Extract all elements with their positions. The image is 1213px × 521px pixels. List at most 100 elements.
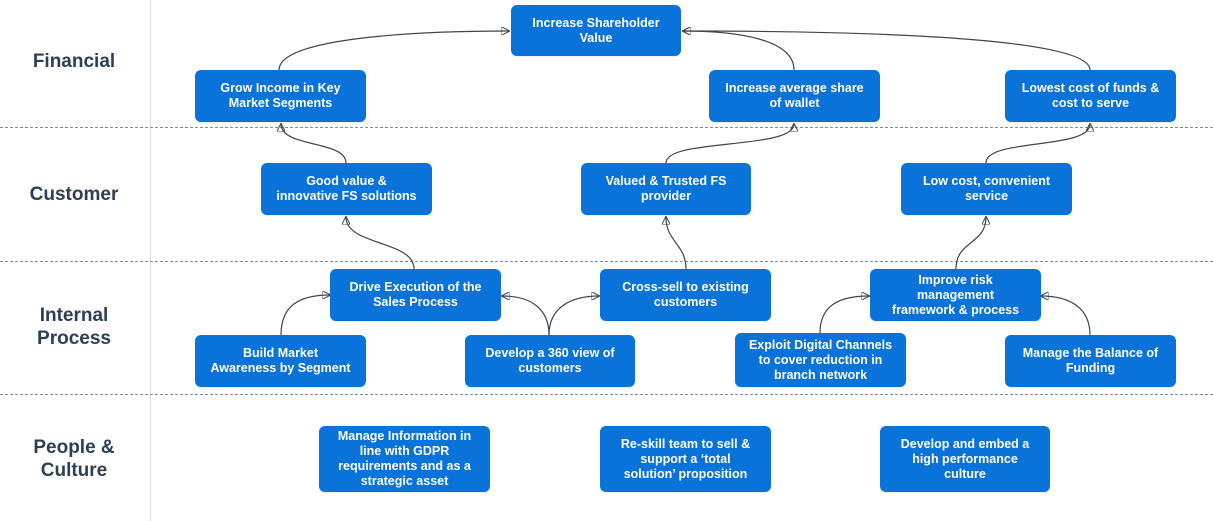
arrow-valued-trusted-to-share-of-wallet	[665, 124, 794, 164]
node-line: Sales Process	[373, 295, 458, 309]
divider-financial-customer	[0, 127, 1213, 128]
node-line: strategic asset	[360, 474, 449, 488]
node-text: Build Market Awareness by Segment	[210, 346, 350, 376]
node-grow-income[interactable]: Grow Income in Key Market Segments	[195, 70, 366, 122]
arrow-manage-funding-to-improve-risk	[1041, 296, 1091, 336]
node-develop-360-view[interactable]: Develop a 360 view of customers	[465, 335, 635, 387]
node-line: requirements and as a	[338, 459, 471, 473]
node-line: Manage the Balance of	[1022, 346, 1159, 360]
node-manage-information-gdpr[interactable]: Manage Information in line with GDPR req…	[319, 426, 490, 492]
node-line: Grow Income in Key	[220, 81, 341, 95]
node-manage-balance-of-funding[interactable]: Manage the Balance of Funding	[1005, 335, 1176, 387]
node-line: Improve risk	[918, 272, 993, 287]
arrow-improve-risk-to-low-cost-service	[955, 217, 986, 270]
row-label-line: Customer	[29, 184, 119, 205]
node-line: service	[964, 189, 1009, 203]
node-text: Develop a 360 view of customers	[485, 346, 614, 376]
node-line: Build Market	[242, 346, 318, 360]
node-line: customers	[518, 361, 582, 375]
node-text: Cross-sell to existing customers	[622, 280, 748, 310]
arrow-grow-income-to-shareholder	[278, 31, 509, 71]
arrow-develop-360-to-drive-execution	[502, 296, 550, 336]
node-line: Increase average share	[725, 81, 864, 95]
perspective-label-column	[0, 0, 151, 521]
row-label-internal-process: Internal Process	[0, 304, 148, 350]
node-line: line with GDPR	[359, 444, 450, 458]
node-line: Valued & Trusted FS	[605, 174, 727, 188]
arrow-lowest-cost-to-shareholder	[683, 31, 1091, 71]
node-improve-risk-management[interactable]: Improve risk management framework & proc…	[870, 269, 1041, 321]
node-cross-sell[interactable]: Cross-sell to existing customers	[600, 269, 771, 321]
node-text: Low cost, convenient service	[923, 174, 1050, 204]
node-line: branch network	[773, 367, 868, 382]
node-text: Re-skill team to sell & support a ‘total…	[621, 437, 750, 482]
node-exploit-digital-channels[interactable]: Exploit Digital Channels to cover reduct…	[735, 333, 906, 387]
node-line: to cover reduction in	[758, 352, 883, 367]
node-lowest-cost-of-funds[interactable]: Lowest cost of funds & cost to serve	[1005, 70, 1176, 122]
node-low-cost-convenient-service[interactable]: Low cost, convenient service	[901, 163, 1072, 215]
arrow-low-cost-service-to-lowest-cost	[985, 124, 1090, 164]
node-line: Manage Information in	[337, 429, 472, 443]
node-line: Funding	[1065, 361, 1116, 375]
node-line: Low cost, convenient	[922, 174, 1051, 188]
node-text: Grow Income in Key Market Segments	[220, 81, 340, 111]
arrow-good-value-to-grow-income	[281, 124, 347, 164]
node-increase-share-of-wallet[interactable]: Increase average share of wallet	[709, 70, 880, 122]
row-label-line: Culture	[40, 460, 108, 481]
node-reskill-team[interactable]: Re-skill team to sell & support a ‘total…	[600, 426, 771, 492]
node-line: Awareness by Segment	[210, 361, 351, 375]
row-label-line: Internal	[39, 305, 109, 326]
arrow-build-awareness-to-drive-execution	[280, 295, 330, 336]
node-line: management	[916, 287, 995, 302]
node-line: high performance	[912, 451, 1018, 466]
row-label-people-culture: People & Culture	[0, 436, 148, 482]
node-line: Value	[579, 30, 613, 45]
node-text: Improve risk management framework & proc…	[892, 273, 1019, 318]
divider-internal-people	[0, 394, 1213, 395]
node-text: Drive Execution of the Sales Process	[350, 280, 482, 310]
node-text: Develop and embed a high performance cul…	[901, 437, 1030, 482]
node-text: Lowest cost of funds & cost to serve	[1022, 81, 1160, 111]
arrow-share-of-wallet-to-shareholder	[683, 31, 795, 71]
node-text: Manage Information in line with GDPR req…	[338, 429, 471, 489]
node-text: Manage the Balance of Funding	[1023, 346, 1158, 376]
node-good-value-solutions[interactable]: Good value & innovative FS solutions	[261, 163, 432, 215]
node-line: Good value &	[306, 174, 387, 188]
node-line: Market Segments	[228, 96, 333, 110]
arrow-exploit-digital-to-improve-risk	[819, 296, 869, 334]
row-label-financial: Financial	[0, 50, 148, 73]
node-line: provider	[640, 189, 691, 203]
node-valued-trusted-provider[interactable]: Valued & Trusted FS provider	[581, 163, 751, 215]
node-text: Exploit Digital Channels to cover reduct…	[749, 338, 892, 383]
node-line: Cross-sell to existing	[622, 280, 749, 294]
row-label-customer: Customer	[0, 183, 148, 206]
arrow-develop-360-to-cross-sell	[548, 296, 599, 336]
node-line: Increase Shareholder	[532, 15, 660, 30]
row-label-line: People &	[33, 437, 115, 458]
divider-customer-internal	[0, 261, 1213, 262]
node-line: of wallet	[769, 96, 820, 110]
node-line: Develop and embed a	[900, 436, 1030, 451]
row-label-line: Financial	[32, 51, 116, 72]
row-label-line: Process	[37, 328, 111, 349]
node-line: innovative FS solutions	[276, 189, 417, 203]
node-line: Exploit Digital Channels	[748, 337, 893, 352]
node-line: cost to serve	[1051, 96, 1130, 110]
node-build-market-awareness[interactable]: Build Market Awareness by Segment	[195, 335, 366, 387]
node-increase-shareholder-value[interactable]: Increase Shareholder Value	[511, 5, 681, 56]
arrow-drive-execution-to-good-value	[346, 217, 415, 270]
node-line: Lowest cost of funds &	[1021, 81, 1160, 95]
node-line: Drive Execution of the	[349, 280, 482, 294]
node-line: framework & process	[891, 302, 1020, 317]
node-line: support a ‘total	[640, 451, 731, 466]
node-line: Re-skill team to sell &	[620, 436, 751, 451]
node-line: solution’ proposition	[623, 466, 748, 481]
node-high-performance-culture[interactable]: Develop and embed a high performance cul…	[880, 426, 1050, 492]
node-drive-execution[interactable]: Drive Execution of the Sales Process	[330, 269, 501, 321]
node-text: Good value & innovative FS solutions	[276, 174, 416, 204]
node-line: culture	[944, 466, 986, 481]
node-line: customers	[653, 295, 718, 309]
arrow-cross-sell-to-valued-trusted	[666, 217, 687, 270]
